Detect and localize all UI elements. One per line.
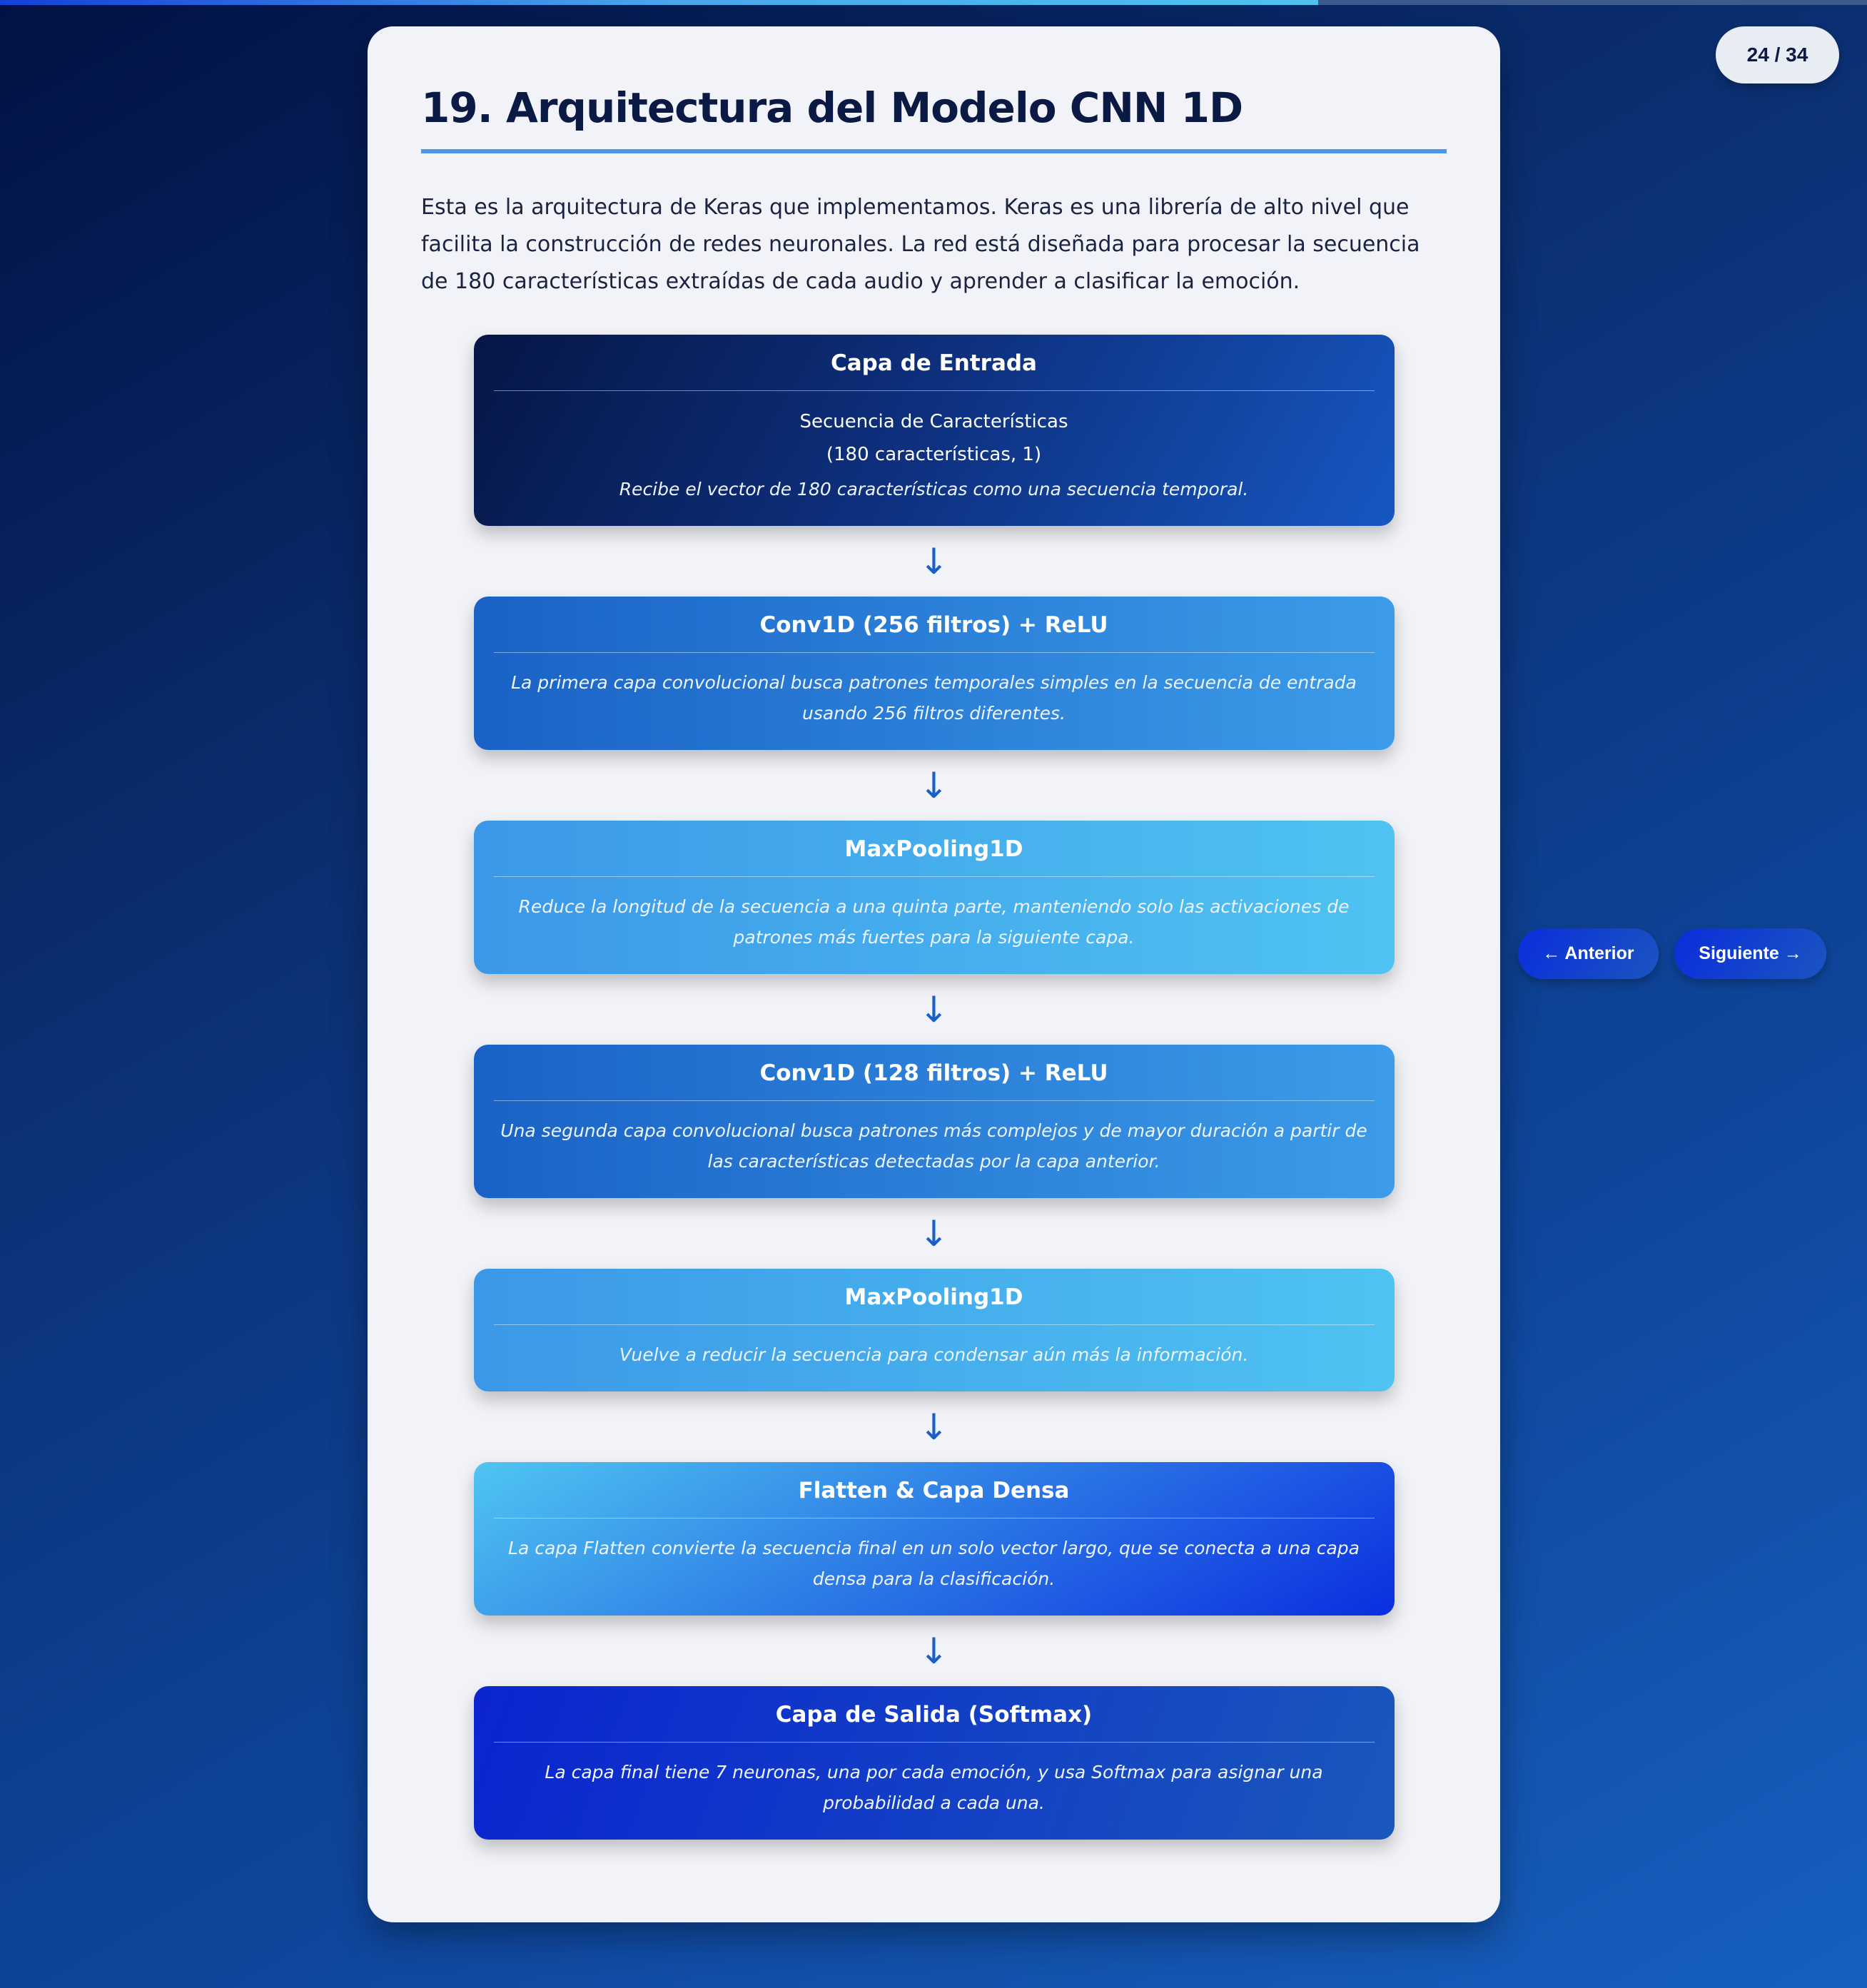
layer-flatten-dense: Flatten & Capa Densa La capa Flatten con… bbox=[473, 1462, 1395, 1616]
arrow-down-icon: ↓ bbox=[919, 1212, 949, 1254]
arrow-down-icon: ↓ bbox=[919, 1406, 949, 1448]
layer-description: Reduce la longitud de la secuencia a una… bbox=[518, 896, 1350, 948]
slide-card: 19. Arquitectura del Modelo CNN 1D Esta … bbox=[368, 26, 1500, 1922]
layer-conv1d-128: Conv1D (128 filtros) + ReLU Una segunda … bbox=[473, 1045, 1395, 1198]
slide-counter: 24 / 34 bbox=[1716, 26, 1839, 83]
layer-title: Flatten & Capa Densa bbox=[493, 1478, 1375, 1518]
layer-input: Capa de Entrada Secuencia de Característ… bbox=[473, 335, 1395, 526]
next-button[interactable]: Siguiente → bbox=[1674, 928, 1826, 979]
layer-conv1d-256: Conv1D (256 filtros) + ReLU La primera c… bbox=[473, 597, 1395, 750]
arrow-down-icon: ↓ bbox=[919, 1630, 949, 1672]
layer-maxpooling-1: MaxPooling1D Reduce la longitud de la se… bbox=[473, 821, 1395, 974]
slide-title: 19. Arquitectura del Modelo CNN 1D bbox=[421, 83, 1447, 153]
layer-title: MaxPooling1D bbox=[493, 1284, 1375, 1325]
layer-description: La capa final tiene 7 neuronas, una por … bbox=[545, 1762, 1323, 1813]
architecture-diagram: Capa de Entrada Secuencia de Característ… bbox=[473, 335, 1395, 1840]
layer-description: La primera capa convolucional busca patr… bbox=[511, 672, 1357, 724]
intro-paragraph: Esta es la arquitectura de Keras que imp… bbox=[421, 195, 1420, 294]
progress-fill bbox=[0, 0, 1318, 5]
layer-description: Una segunda capa convolucional busca pat… bbox=[500, 1120, 1367, 1172]
layer-title: Conv1D (128 filtros) + ReLU bbox=[493, 1060, 1375, 1101]
layer-description: Vuelve a reducir la secuencia para conde… bbox=[619, 1344, 1249, 1365]
layer-subtitle: Secuencia de Características bbox=[799, 411, 1068, 432]
arrow-down-icon: ↓ bbox=[919, 540, 949, 582]
progress-bar bbox=[0, 0, 1867, 5]
layer-title: Conv1D (256 filtros) + ReLU bbox=[493, 612, 1375, 653]
arrow-down-icon: ↓ bbox=[919, 988, 949, 1030]
layer-shape: (180 características, 1) bbox=[826, 444, 1042, 465]
layer-title: Capa de Salida (Softmax) bbox=[493, 1702, 1375, 1743]
arrow-down-icon: ↓ bbox=[919, 764, 949, 806]
layer-description: Recibe el vector de 180 características … bbox=[619, 479, 1249, 499]
layer-title: Capa de Entrada bbox=[493, 350, 1375, 391]
layer-maxpooling-2: MaxPooling1D Vuelve a reducir la secuenc… bbox=[473, 1269, 1395, 1391]
layer-title: MaxPooling1D bbox=[493, 836, 1375, 877]
previous-button[interactable]: ← Anterior bbox=[1518, 928, 1659, 979]
layer-output-softmax: Capa de Salida (Softmax) La capa final t… bbox=[473, 1686, 1395, 1840]
layer-description: La capa Flatten convierte la secuencia f… bbox=[508, 1538, 1360, 1589]
